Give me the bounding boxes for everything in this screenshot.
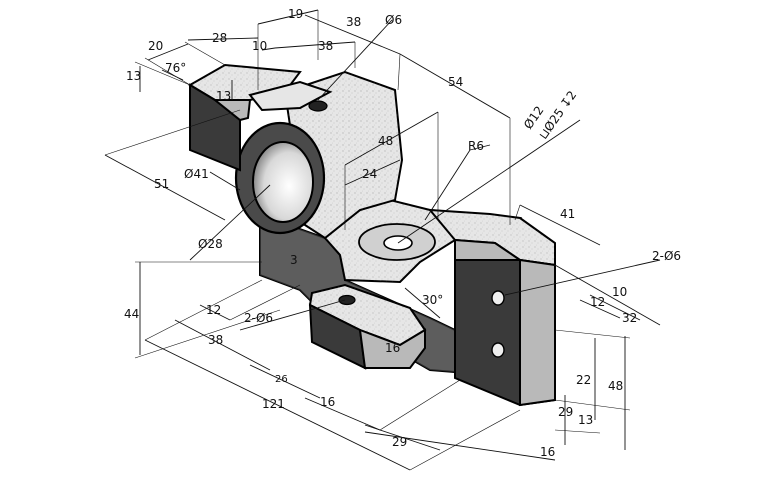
dim-38-bottom: 38 bbox=[208, 333, 223, 347]
top-lug-slot bbox=[248, 80, 333, 112]
dim-phi6-top: Ø6 bbox=[385, 13, 402, 27]
right-block-step bbox=[454, 238, 524, 261]
bore-phi28 bbox=[252, 141, 314, 223]
dim-phi28: Ø28 bbox=[198, 237, 223, 251]
dim-121: 121 bbox=[262, 397, 285, 411]
right-block-hole-lower bbox=[491, 342, 505, 358]
dim-16-low: 16 bbox=[320, 395, 335, 409]
top-lug-hole-phi6 bbox=[308, 100, 328, 112]
dim-30deg: 30° bbox=[422, 293, 443, 307]
dim-19: 19 bbox=[288, 7, 303, 21]
dim-20: 20 bbox=[148, 39, 163, 53]
dim-28: 28 bbox=[212, 31, 227, 45]
dim-32: 32 bbox=[622, 311, 637, 325]
dim-24: 24 bbox=[362, 167, 377, 181]
dim-38-mid: 38 bbox=[318, 39, 333, 53]
dim-48-mid: 48 bbox=[378, 134, 393, 148]
top-lug-side bbox=[212, 99, 252, 122]
dim-r6: R6 bbox=[468, 139, 484, 153]
dim-22: 22 bbox=[576, 373, 591, 387]
right-block-side bbox=[519, 258, 556, 407]
dimension-lines bbox=[104, 9, 661, 471]
dim-48-right: 48 bbox=[608, 379, 623, 393]
dim-phi41: Ø41 bbox=[184, 167, 209, 181]
dim-41: 41 bbox=[560, 207, 575, 221]
right-block-hole-upper bbox=[491, 290, 505, 306]
dim-26: 26 bbox=[275, 374, 288, 385]
dim-44: 44 bbox=[124, 307, 139, 321]
dim-29-right: 29 bbox=[558, 405, 573, 419]
dim-16-bottom: 16 bbox=[540, 445, 555, 459]
top-lug-front bbox=[189, 83, 241, 172]
dim-3: 3 bbox=[290, 253, 298, 267]
dim-29-bottom: 29 bbox=[392, 435, 407, 449]
dim-13-inner: 13 bbox=[216, 89, 231, 103]
dim-2phi6-left: 2-Ø6 bbox=[244, 311, 273, 325]
dim-13-right: 13 bbox=[578, 413, 593, 427]
dim-54: 54 bbox=[448, 75, 463, 89]
dim-12-right: 12 bbox=[590, 295, 605, 309]
dim-10-top: 10 bbox=[252, 39, 267, 53]
dim-2phi6-right: 2-Ø6 bbox=[652, 249, 681, 263]
dim-13-left: 13 bbox=[126, 69, 141, 83]
left-foot-end bbox=[358, 328, 426, 369]
dim-51: 51 bbox=[154, 177, 169, 191]
left-foot-hole bbox=[338, 294, 356, 306]
dim-76deg: 76° bbox=[165, 61, 186, 75]
part-body bbox=[188, 63, 556, 407]
dim-12-left: 12 bbox=[206, 303, 221, 317]
dim-10-right: 10 bbox=[612, 285, 627, 299]
dim-16-vert: 16 bbox=[385, 341, 400, 355]
dim-38-top: 38 bbox=[346, 15, 361, 29]
